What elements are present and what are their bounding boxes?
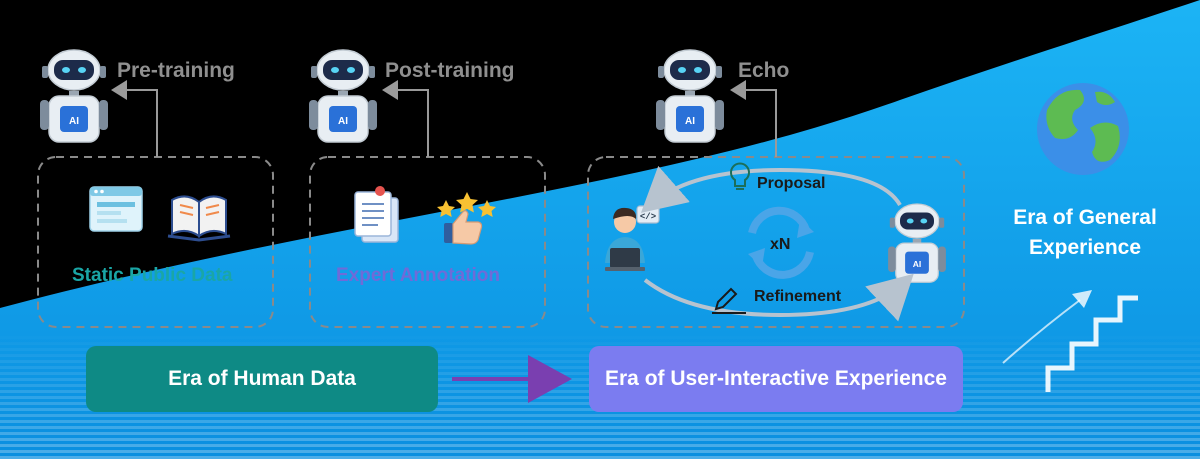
book-icon (167, 195, 231, 242)
static-public-data-box (37, 156, 274, 328)
pretraining-label: Pre-training (117, 59, 235, 82)
stairs-arrow-icon (1002, 290, 1138, 392)
proposal-loop-arrow (640, 165, 902, 213)
globe-icon (1037, 83, 1129, 175)
user-era-box-bg (589, 346, 963, 412)
static-public-data-label: Static Public Data (72, 265, 233, 286)
refinement-label: Refinement (754, 288, 842, 305)
general-experience-era-label: Era of General Experience (1000, 203, 1170, 263)
documents-icon (354, 186, 399, 243)
robot-icon (655, 49, 725, 143)
cycle-arrows-icon (748, 206, 814, 279)
posttraining-label: Post-training (385, 59, 515, 82)
pretraining-arrow (111, 80, 158, 157)
echo-label: Echo (738, 59, 790, 82)
human-era-box-bg (86, 346, 438, 412)
lightbulb-icon (730, 162, 750, 190)
svg-text:</>: </> (640, 212, 656, 222)
thumbs-up-stars-icon (437, 192, 496, 245)
echo-arrow (730, 80, 777, 157)
posttraining-arrow (382, 80, 429, 157)
user-interactive-era-box: Era of User-Interactive Experience (605, 367, 947, 390)
pencil-icon (712, 287, 746, 314)
refinement-loop-arrow (643, 273, 914, 322)
iterations-label: xN (770, 236, 791, 253)
robot-icon (39, 49, 109, 143)
human-data-era-box: Era of Human Data (168, 367, 356, 390)
general-experience-line1: Era of General (1013, 206, 1157, 229)
general-experience-line2: Experience (1028, 236, 1142, 259)
proposal-label: Proposal (757, 175, 826, 192)
expert-annotation-label: Expert Annotation (336, 265, 500, 286)
webpage-icon (89, 186, 143, 232)
robot-icon (308, 49, 378, 143)
